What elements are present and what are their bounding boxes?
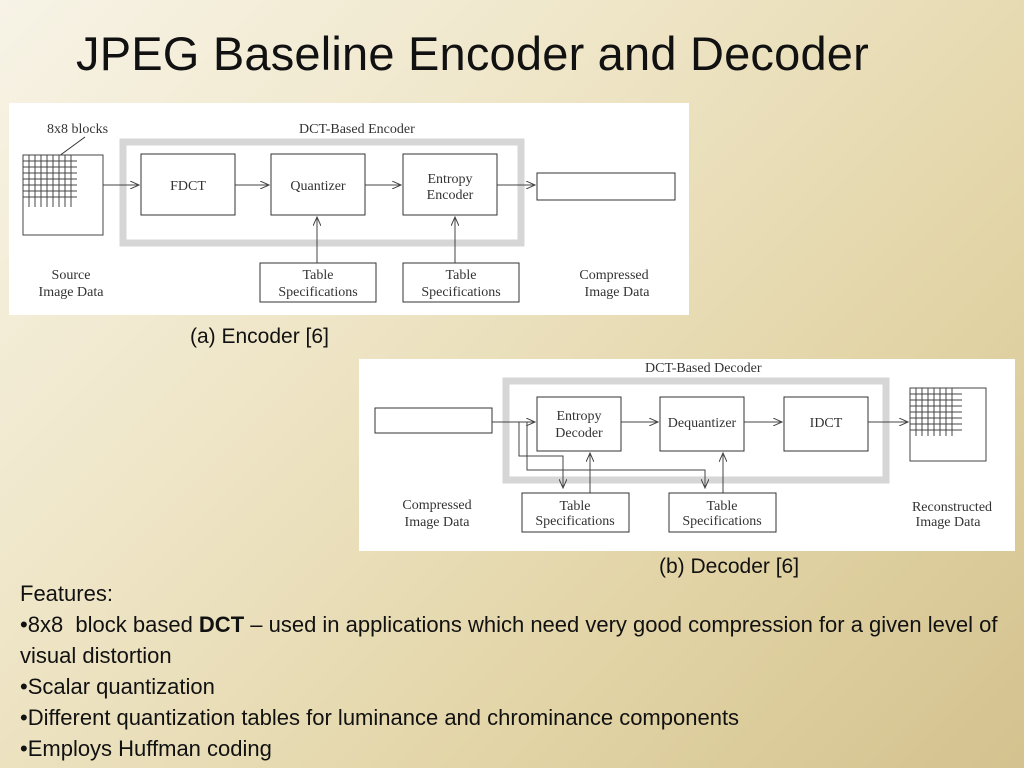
entropy-table-spec-box bbox=[402, 262, 520, 303]
entropy-encoder-label-1: Entropy bbox=[427, 172, 472, 187]
quantizer-table-label-2: Specifications bbox=[278, 285, 357, 300]
reconstructed-block-grid bbox=[910, 388, 962, 436]
slide-title: JPEG Baseline Encoder and Decoder bbox=[76, 27, 870, 80]
entropy-table-label-1: Table bbox=[446, 268, 477, 283]
compressed-output-box bbox=[536, 172, 676, 201]
feature-item-dct-post: – used in applications which need very g… bbox=[20, 612, 998, 668]
compressed-label-2: Image Data bbox=[585, 285, 651, 300]
fdct-label: FDCT bbox=[170, 179, 206, 194]
entropy-decoder-table-spec-box bbox=[521, 492, 630, 533]
decoder-compressed-label-2: Image Data bbox=[405, 515, 471, 530]
compressed-label-1: Compressed bbox=[579, 268, 648, 283]
arrow-bypass-to-dequant-table bbox=[526, 422, 705, 488]
feature-item-dct-bold: DCT bbox=[198, 612, 245, 637]
source-label-2: Image Data bbox=[39, 285, 105, 300]
entropy-encoder-block bbox=[402, 153, 498, 216]
encoder-group-frame bbox=[119, 138, 525, 247]
source-image-box bbox=[22, 154, 104, 236]
decoder-caption: (b) Decoder [6] bbox=[659, 555, 800, 578]
quantizer-table-spec-box bbox=[259, 262, 377, 303]
reconstructed-label-1: Reconstructed bbox=[912, 500, 992, 515]
compressed-input-box bbox=[374, 407, 493, 434]
encoder-group-label: DCT-Based Encoder bbox=[299, 122, 415, 137]
decoder-diagram-svg: DCT-Based Decoder Entropy Decoder Dequan… bbox=[374, 361, 992, 533]
arrow-bypass-to-entropy-table bbox=[518, 422, 563, 488]
entropy-encoder-label-2: Encoder bbox=[427, 188, 474, 203]
dequantizer-label: Dequantizer bbox=[668, 416, 737, 431]
dequantizer-block bbox=[659, 396, 745, 452]
encoder-caption: (a) Encoder [6] bbox=[190, 325, 329, 348]
entropy-decoder-block bbox=[536, 396, 622, 452]
features-section: Features: •8x8 block based DCT – used in… bbox=[20, 578, 1000, 764]
feature-item-scalar: •Scalar quantization bbox=[20, 674, 215, 699]
feature-item-huffman: •Employs Huffman coding bbox=[20, 736, 272, 761]
entropy-decoder-label-2: Decoder bbox=[555, 426, 603, 441]
idct-label: IDCT bbox=[810, 416, 843, 431]
encoder-diagram: 8x8 blocks DCT-Based Encoder FDCT bbox=[9, 103, 689, 315]
quantizer-block bbox=[270, 153, 366, 216]
feature-item-dct: •8x8 block based DCT – used in applicati… bbox=[20, 609, 1000, 671]
decoder-table2-label-2: Specifications bbox=[682, 514, 761, 529]
encoder-diagram-svg: 8x8 blocks DCT-Based Encoder FDCT bbox=[22, 122, 676, 303]
decoder-table1-label-1: Table bbox=[560, 499, 591, 514]
features-heading: Features: bbox=[20, 581, 113, 606]
feature-item-dct-pre: •8x8 block based bbox=[20, 612, 199, 637]
decoder-table1-label-2: Specifications bbox=[535, 514, 614, 529]
quantizer-table-label-1: Table bbox=[303, 268, 334, 283]
decoder-table2-label-1: Table bbox=[707, 499, 738, 514]
reconstructed-label-2: Image Data bbox=[916, 515, 982, 530]
quantizer-label: Quantizer bbox=[290, 179, 346, 194]
features-list: •8x8 block based DCT – used in applicati… bbox=[20, 609, 1000, 764]
dequantizer-table-spec-box bbox=[668, 492, 777, 533]
source-block-grid bbox=[23, 155, 77, 207]
blocks-label: 8x8 blocks bbox=[47, 122, 108, 137]
source-label-1: Source bbox=[52, 268, 91, 283]
feature-item-tables: •Different quantization tables for lumin… bbox=[20, 705, 740, 730]
idct-block bbox=[783, 396, 869, 452]
fdct-block bbox=[140, 153, 236, 216]
decoder-group-label: DCT-Based Decoder bbox=[645, 361, 762, 376]
decoder-compressed-label-1: Compressed bbox=[402, 498, 471, 513]
decoder-diagram: DCT-Based Decoder Entropy Decoder Dequan… bbox=[359, 359, 1015, 551]
entropy-table-label-2: Specifications bbox=[421, 285, 500, 300]
decoder-group-frame bbox=[502, 377, 890, 484]
entropy-decoder-label-1: Entropy bbox=[556, 409, 601, 424]
